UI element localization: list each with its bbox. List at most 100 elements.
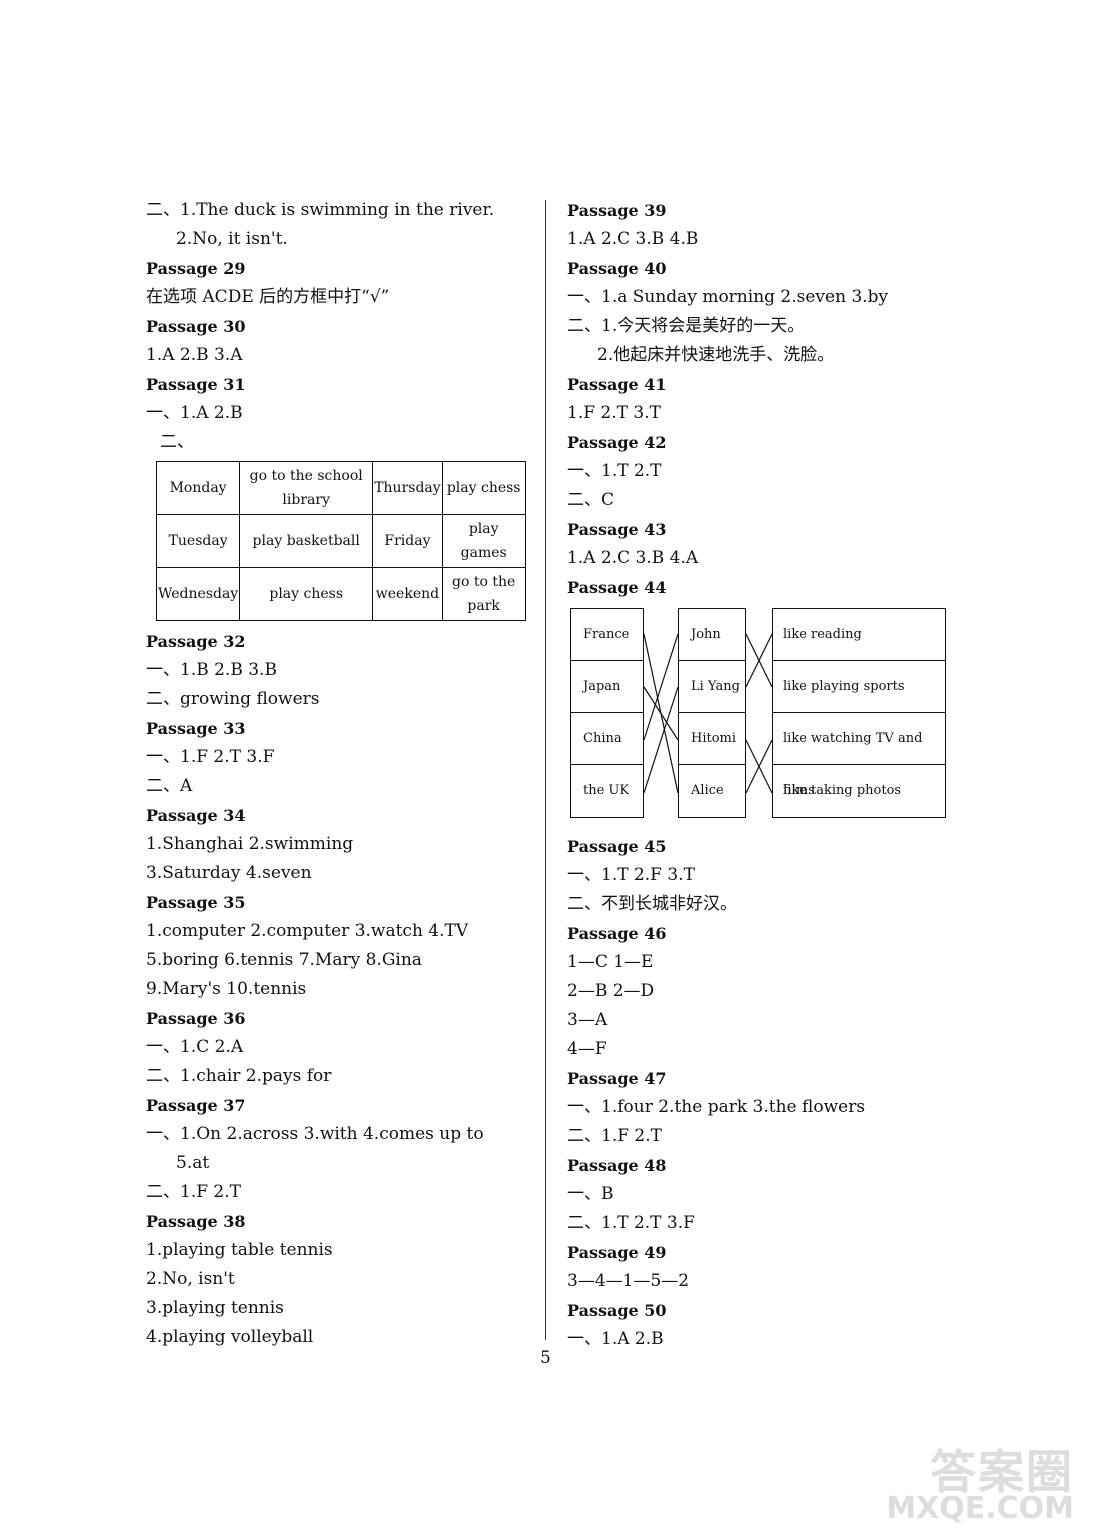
table-cell: go to the park (441, 567, 526, 621)
table-cell: Monday (155, 461, 241, 515)
matching-item: Li Yang (679, 661, 745, 713)
answer-line: 二、growing flowers (146, 689, 320, 709)
answer-line: 二、1.今天将会是美好的一天。 (567, 316, 805, 336)
passage-heading: Passage 36 (146, 1009, 246, 1028)
table-cell: Tuesday (155, 514, 241, 568)
passage-heading: Passage 45 (567, 837, 667, 856)
passage-heading: Passage 47 (567, 1069, 667, 1088)
answer-line: 二、1.F 2.T (567, 1126, 662, 1146)
passage-heading: Passage 42 (567, 433, 667, 452)
matching-item: China (571, 713, 643, 765)
table-cell: play basketball (239, 514, 374, 568)
answer-line: 一、1.A 2.B (146, 403, 243, 423)
matching-line (745, 739, 773, 794)
table-cell: go to the school library (239, 461, 374, 515)
answer-line: 二、C (567, 490, 615, 510)
left-answers-top: 二、1.The duck is swimming in the river.2.… (146, 196, 526, 457)
answer-line: 1.Shanghai 2.swimming (146, 834, 354, 854)
passage-heading: Passage 40 (567, 259, 667, 278)
matching-line (643, 686, 679, 741)
answer-line: 一、B (567, 1184, 614, 1204)
matching-item: Hitomi (679, 713, 745, 765)
right-column: Passage 39 1.A 2.C 3.B 4.B Passage 40 一、1.a… (567, 196, 967, 1354)
matching-line (643, 686, 679, 794)
passage-heading: Passage 37 (146, 1096, 246, 1115)
answer-line: 一、1.T 2.T (567, 461, 662, 481)
passage-heading: Passage 46 (567, 924, 667, 943)
table-cell: Wednesday (155, 567, 241, 621)
table-cell: play chess (239, 567, 374, 621)
answer-line: 4.playing volleyball (146, 1327, 314, 1347)
passage-heading: Passage 43 (567, 520, 667, 539)
right-answers-bottom: Passage 45 一、1.T 2.F 3.T 二、不到长城非好汉。 Passage… (567, 832, 967, 1354)
answer-line: 5.boring 6.tennis 7.Mary 8.Gina (146, 950, 422, 970)
answer-line: 3—4—1—5—2 (567, 1271, 690, 1291)
passage-heading: Passage 50 (567, 1301, 667, 1320)
answer-line: 2.No, it isn't. (176, 229, 288, 249)
answer-line: 2—B 2—D (567, 981, 655, 1001)
answer-line: 3—A (567, 1010, 608, 1030)
answer-line: 5.at (176, 1153, 210, 1173)
answer-line: 4—F (567, 1039, 607, 1059)
matching-item: France (571, 609, 643, 661)
answer-line: 9.Mary's 10.tennis (146, 979, 307, 999)
table-cell: Friday (372, 514, 443, 568)
answer-line: 2.No, isn't (146, 1269, 235, 1289)
answer-line: 一、1.F 2.T 3.F (146, 747, 275, 767)
answer-line: 一、1.C 2.A (146, 1037, 244, 1057)
matching-item: like reading (773, 609, 945, 661)
matching-line (643, 633, 679, 741)
table-cell: Thursday (372, 461, 443, 515)
answer-line: 二、A (146, 776, 193, 796)
passage-heading: Passage 39 (567, 201, 667, 220)
matching-item: John (679, 609, 745, 661)
passage-heading: Passage 49 (567, 1243, 667, 1262)
answer-line: 1—C 1—E (567, 952, 654, 972)
answer-line: 1.A 2.B 3.A (146, 345, 243, 365)
answer-line: 1.playing table tennis (146, 1240, 333, 1260)
watermark-text: 答案圈 (930, 1445, 1074, 1499)
column-divider (545, 200, 546, 1340)
left-column: 二、1.The duck is swimming in the river.2.… (146, 196, 526, 1352)
page-number: 5 (540, 1348, 551, 1368)
matching-item: like watching TV and films (773, 713, 945, 798)
answer-line: 3.Saturday 4.seven (146, 863, 312, 883)
matching-lines (643, 633, 773, 794)
matching-item: like taking photos (783, 783, 902, 798)
answer-line: 1.A 2.C 3.B 4.B (567, 229, 699, 249)
answer-line: 一、1.A 2.B (567, 1329, 664, 1349)
passage-heading: Passage 33 (146, 719, 246, 738)
passage-heading: Passage 41 (567, 375, 667, 394)
answer-line: 一、1.four 2.the park 3.the flowers (567, 1097, 866, 1117)
answer-line: 二、 (160, 432, 194, 452)
matching-item: like playing sports (773, 661, 945, 713)
watermark-logo: 答案圈 MXQE.COM (886, 1436, 1082, 1526)
answer-line: 在选项 ACDE 后的方框中打“√” (146, 287, 390, 307)
answer-line: 一、1.a Sunday morning 2.seven 3.by (567, 287, 889, 307)
answer-line: 1.computer 2.computer 3.watch 4.TV (146, 921, 469, 941)
answer-line: 1.F 2.T 3.T (567, 403, 661, 423)
answer-line: 2.他起床并快速地洗手、洗脸。 (597, 345, 835, 365)
answer-line: 一、1.T 2.F 3.T (567, 865, 695, 885)
matching-item: Alice (691, 783, 724, 798)
table-cell: play games (441, 514, 526, 568)
passage-heading: Passage 44 (567, 578, 667, 597)
answer-line: 1.A 2.C 3.B 4.A (567, 548, 699, 568)
right-answers-top: Passage 39 1.A 2.C 3.B 4.B Passage 40 一、1.a… (567, 196, 967, 602)
matching-item: Japan (571, 661, 643, 713)
answer-line: 一、1.On 2.across 3.with 4.comes up to (146, 1124, 484, 1144)
matching-item: the UK (583, 783, 630, 798)
answer-line: 二、1.chair 2.pays for (146, 1066, 332, 1086)
passage-heading: Passage 29 (146, 259, 246, 278)
answer-line: 二、1.T 2.T 3.F (567, 1213, 695, 1233)
answer-line: 二、不到长城非好汉。 (567, 894, 737, 914)
passage-heading: Passage 30 (146, 317, 246, 336)
